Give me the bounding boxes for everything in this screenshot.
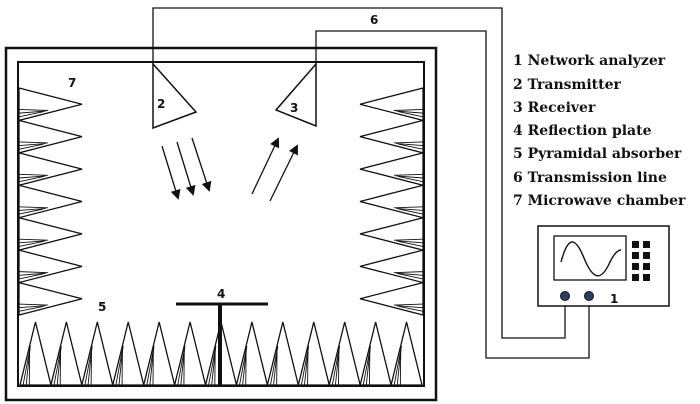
legend-item-5: 5 Pyramidal absorber	[513, 146, 682, 162]
label-receiver: 3	[290, 101, 298, 115]
absorber-hatch	[18, 240, 46, 244]
transmission-line-2	[315, 30, 590, 359]
pyramidal-absorber	[359, 119, 424, 154]
absorber-hatch	[18, 109, 49, 111]
absorber-hatch	[398, 305, 424, 312]
absorber-hatch	[398, 143, 424, 150]
label-line: 6	[370, 13, 378, 27]
pyramidal-absorber	[18, 281, 83, 316]
receiver-horn	[274, 61, 317, 128]
pyramidal-absorber	[359, 281, 424, 316]
pyramidal-absorber	[18, 216, 83, 251]
absorber-hatch	[393, 271, 424, 274]
pyramidal-absorber	[359, 152, 424, 187]
absorber-hatch	[396, 175, 424, 179]
absorber-hatch	[393, 238, 424, 241]
legend-item-2: 2 Transmitter	[513, 77, 621, 93]
left-wall-absorbers	[18, 87, 83, 316]
port-knob-2	[584, 291, 594, 301]
absorber-hatch	[18, 141, 49, 144]
legend-item-1: 1 Network analyzer	[513, 53, 666, 69]
floor-absorbers	[19, 321, 423, 386]
legend-item-4: 4 Reflection plate	[513, 123, 652, 139]
chamber-outer-wall	[4, 46, 438, 402]
absorber-hatch	[18, 143, 46, 147]
transmission-line-1	[152, 7, 566, 339]
absorber-hatch	[18, 206, 49, 209]
absorber-hatch	[18, 305, 44, 312]
absorber-hatch	[396, 110, 424, 114]
absorber-hatch	[398, 240, 424, 247]
absorber-hatch	[398, 273, 424, 280]
absorber-hatch	[18, 271, 49, 274]
pyramidal-absorber	[359, 216, 424, 251]
absorber-hatch	[398, 176, 424, 183]
absorber-hatch	[18, 110, 46, 114]
absorber-hatch	[393, 206, 424, 209]
legend: 1 Network analyzer 2 Transmitter 3 Recei…	[513, 53, 686, 209]
pyramidal-absorber	[18, 184, 83, 219]
reflected-wave-arrows	[251, 137, 298, 202]
legend-item-3: 3 Receiver	[513, 100, 596, 116]
pyramidal-absorber	[18, 152, 83, 187]
absorber-hatch	[398, 111, 424, 118]
absorber-hatch	[18, 208, 44, 215]
absorber-hatch	[18, 143, 44, 150]
absorber-hatch	[396, 207, 424, 211]
network-analyzer	[537, 225, 670, 307]
absorber-hatch	[18, 175, 46, 179]
absorber-hatch	[396, 272, 424, 276]
label-transmitter: 2	[157, 97, 165, 111]
reflection-plate	[176, 302, 268, 386]
absorber-hatch	[18, 303, 49, 306]
pyramidal-absorber	[359, 184, 424, 219]
absorber-hatch	[18, 273, 44, 280]
label-analyzer: 1	[610, 292, 618, 306]
pyramidal-absorber	[18, 119, 83, 154]
absorber-hatch	[398, 208, 424, 215]
absorber-hatch	[18, 238, 49, 241]
legend-item-7: 7 Microwave chamber	[513, 193, 686, 209]
absorber-hatch	[18, 272, 46, 276]
absorber-hatch	[393, 303, 424, 306]
absorber-hatch	[396, 240, 424, 244]
pyramidal-absorber	[18, 249, 83, 284]
absorber-hatch	[18, 176, 44, 183]
absorber-hatch	[393, 109, 424, 111]
absorber-hatch	[396, 305, 424, 309]
absorber-hatch	[18, 240, 44, 247]
pyramidal-absorber	[18, 87, 83, 122]
absorber-hatch	[396, 143, 424, 147]
pyramidal-absorber	[359, 87, 424, 122]
port-knob-1	[560, 291, 570, 301]
sine-wave-icon	[560, 241, 622, 277]
label-absorber: 5	[98, 300, 106, 314]
absorber-hatch	[18, 305, 46, 309]
absorber-hatch	[393, 173, 424, 176]
legend-item-6: 6 Transmission line	[513, 170, 667, 186]
label-chamber: 7	[68, 76, 76, 90]
absorber-hatch	[393, 141, 424, 144]
incident-wave-arrows	[161, 137, 212, 200]
analyzer-screen	[553, 235, 627, 281]
right-wall-absorbers	[359, 87, 424, 316]
pyramidal-absorber	[359, 249, 424, 284]
absorber-hatch	[18, 207, 46, 211]
transmitter-horn	[152, 62, 198, 130]
keypad-icon	[632, 241, 650, 281]
absorber-hatch	[18, 111, 44, 118]
label-plate: 4	[217, 287, 225, 301]
absorber-hatch	[18, 173, 49, 176]
